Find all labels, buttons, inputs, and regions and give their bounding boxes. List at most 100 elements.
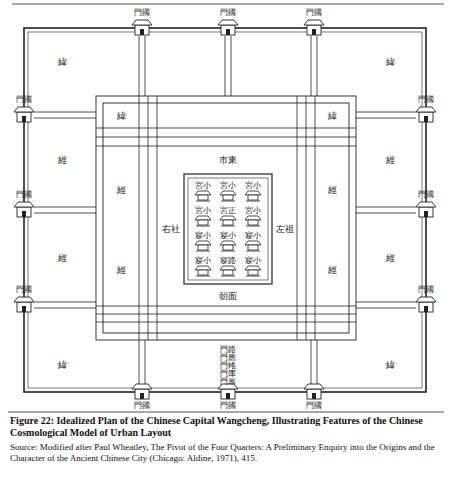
hall-icon [244, 265, 262, 277]
road-line [315, 96, 316, 340]
palace-hall: 宮小 [218, 181, 238, 202]
road-line [225, 36, 226, 96]
road-line [96, 146, 356, 147]
road-line [231, 36, 232, 96]
gate-tower [416, 202, 436, 217]
hall-icon [219, 215, 237, 227]
road-line [34, 302, 96, 303]
road-line [311, 340, 312, 384]
altar-label: 右社 [162, 225, 180, 234]
road-label: 經 [328, 186, 337, 195]
city-wall [28, 32, 422, 388]
court-label: 朝面 [219, 292, 237, 301]
gate-label: 門國 [16, 191, 32, 199]
hall-label: 寢小 [243, 256, 263, 265]
road-line [34, 118, 96, 119]
hall-label: 寢小 [193, 231, 213, 240]
hall-icon [194, 190, 212, 202]
gate-tower [304, 20, 324, 35]
ring-road [103, 103, 349, 333]
palace-wall [184, 174, 272, 284]
hall-label: 寢路 [218, 256, 238, 265]
road-line [311, 36, 312, 96]
gate-label: 門國 [16, 286, 32, 294]
road-label: 經 [328, 266, 337, 275]
hall-label: 寢小 [243, 231, 263, 240]
road-line [356, 302, 416, 303]
city-wall [24, 28, 426, 392]
road-line [96, 137, 356, 138]
palace-hall: 寢小 [193, 256, 213, 277]
source-note: Source: Modified after Paul Wheatley, Th… [10, 442, 440, 464]
hall-icon [219, 190, 237, 202]
palace-gate-label: 門庫 [220, 370, 236, 378]
palace-hall: 寢路 [218, 256, 238, 277]
gate-label: 門國 [134, 402, 150, 410]
gate-label: 門國 [16, 96, 32, 104]
road-label: 經 [117, 186, 126, 195]
road-line [317, 36, 318, 96]
gate-tower [14, 297, 34, 312]
road-label: 經 [386, 254, 395, 263]
hall-label: 宮小 [218, 181, 238, 190]
palace-hall: 寢小 [243, 256, 263, 277]
road-line [148, 96, 149, 340]
road-line [356, 207, 416, 208]
palace-gate-label: 門路 [220, 346, 236, 354]
road-label: 緯 [58, 58, 67, 67]
road-line [34, 112, 96, 113]
road-line [356, 118, 416, 119]
gate-tower [416, 297, 436, 312]
gate-label: 門國 [306, 9, 322, 17]
road-line [356, 308, 416, 309]
palace-gate-label: 門雉 [220, 362, 236, 370]
palace-hall: 宮小 [193, 206, 213, 227]
gate-tower [416, 107, 436, 122]
palace-hall: 宮正 [218, 206, 238, 227]
road-line [12, 4, 444, 5]
road-label: 緯 [117, 112, 126, 121]
road-line [145, 36, 146, 96]
gate-label: 門國 [220, 9, 236, 17]
road-label: 經 [117, 266, 126, 275]
palace-hall: 宮小 [243, 206, 263, 227]
road-line [356, 213, 416, 214]
road-line [317, 340, 318, 384]
hall-label: 宮小 [243, 206, 263, 215]
market-label: 市東 [219, 156, 237, 165]
palace-wall [188, 178, 268, 280]
palace-hall: 寢小 [243, 231, 263, 252]
road-line [96, 322, 356, 323]
palace-hall: 宮小 [193, 181, 213, 202]
road-label: 緯 [58, 361, 67, 370]
road-line [157, 96, 158, 340]
gate-label: 門國 [134, 9, 150, 17]
hall-icon [219, 265, 237, 277]
gate-tower [132, 20, 152, 35]
hall-label: 寢小 [193, 256, 213, 265]
gate-label: 門國 [418, 286, 434, 294]
gate-tower [218, 384, 238, 399]
road-line [96, 314, 356, 315]
gate-label: 門國 [220, 402, 236, 410]
gate-tower [132, 384, 152, 399]
ring-road [96, 96, 356, 340]
hall-label: 宮小 [243, 181, 263, 190]
hall-icon [194, 265, 212, 277]
gate-label: 門國 [418, 96, 434, 104]
road-line [96, 306, 356, 307]
figure-caption: Figure 22: Idealized Plan of the Chinese… [10, 415, 440, 439]
hall-icon [244, 190, 262, 202]
palace-hall: 寢小 [193, 231, 213, 252]
road-label: 緯 [328, 112, 337, 121]
temple-label: 左祖 [276, 225, 294, 234]
hall-label: 宮小 [193, 206, 213, 215]
hall-icon [244, 240, 262, 252]
hall-label: 宮正 [218, 206, 238, 215]
gate-label: 門國 [306, 402, 322, 410]
gate-tower [14, 202, 34, 217]
road-label: 經 [58, 254, 67, 263]
road-line [145, 340, 146, 384]
road-line [34, 207, 96, 208]
road-line [306, 96, 307, 340]
